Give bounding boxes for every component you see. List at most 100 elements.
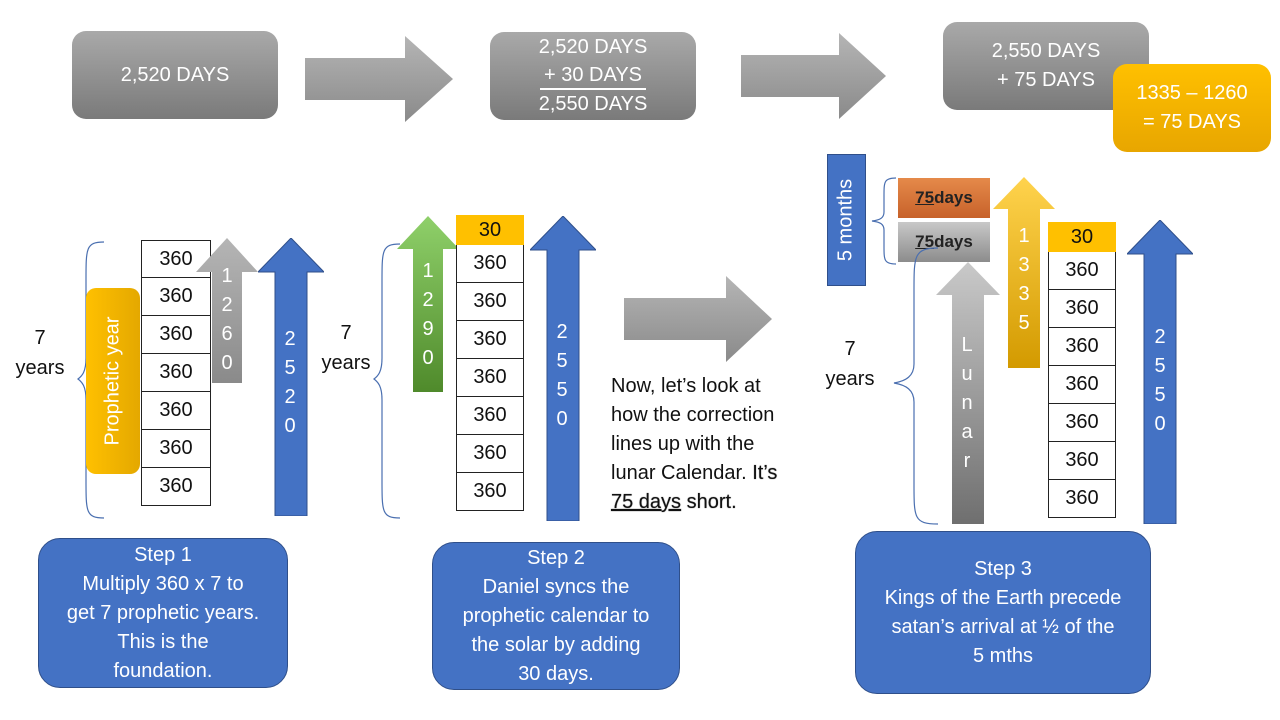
step-1-line: get 7 prophetic years. <box>66 601 260 624</box>
right-arrow-2 <box>741 33 886 119</box>
prophetic-year-bar: Prophetic year <box>86 288 140 474</box>
digit: 0 <box>221 352 233 374</box>
step-2-box: Step 2 Daniel syncs the prophetic calend… <box>432 542 680 690</box>
years-text: years <box>15 357 65 379</box>
digit: 6 <box>221 323 233 345</box>
prophetic-year-label: Prophetic year <box>101 316 124 446</box>
year-cell: 360 <box>141 392 211 430</box>
step-2-title: Step 2 <box>527 546 585 569</box>
digit: 2 <box>284 386 296 408</box>
right-arrow-1 <box>305 36 453 122</box>
year-cell: 360 <box>1048 328 1116 366</box>
digit: 2 <box>1154 326 1166 348</box>
digit: 5 <box>556 350 568 372</box>
step-3-box: Step 3 Kings of the Earth precede satan’… <box>855 531 1151 694</box>
step-2-line: 30 days. <box>518 662 594 685</box>
blue-up-arrow-2520 <box>258 238 324 516</box>
step-3-line: 5 mths <box>972 644 1034 667</box>
step-3-title: Step 3 <box>974 557 1032 580</box>
five-months-bar: 5 months <box>827 154 866 286</box>
green-arrow-digits: 1 2 9 0 <box>413 257 443 373</box>
total-2520-box: 2,520 DAYS <box>72 31 278 119</box>
digit: 2 <box>556 321 568 343</box>
year-cell: 360 <box>456 283 524 321</box>
letter: u <box>961 363 973 385</box>
digit: 3 <box>1018 283 1030 305</box>
box4-line-1: 1335 – 1260 <box>1136 82 1248 104</box>
note-line-5: 75 days short. <box>611 488 811 517</box>
step-2-line: Daniel syncs the <box>482 575 630 598</box>
step-1-box: Step 1 Multiply 360 x 7 to get 7 prophet… <box>38 538 288 688</box>
step-1-line: foundation. <box>113 659 213 682</box>
brace-panel3 <box>893 247 939 525</box>
seven-text: 7 <box>34 327 46 349</box>
yellow-arrow-digits: 1 3 3 5 <box>1009 222 1039 338</box>
letter: n <box>961 392 973 414</box>
digit: 5 <box>1154 355 1166 377</box>
tab-days-text: days <box>934 188 973 207</box>
note-75-days: 75 days <box>611 491 682 513</box>
step-1-line: Multiply 360 x 7 to <box>82 572 244 595</box>
lunar-letters: L u n a r <box>952 331 982 476</box>
seven-text: 7 <box>844 338 856 360</box>
digit: 3 <box>1018 254 1030 276</box>
total-2550-plus-box: 2,550 DAYS + 75 DAYS <box>943 22 1149 110</box>
note-line-4: lunar Calendar. It’s <box>611 459 811 488</box>
note-short: short. <box>681 491 737 513</box>
gray-arrow-digits: 1 2 6 0 <box>212 262 242 378</box>
year-stack-1: 360 360 360 360 360 360 360 <box>141 240 211 506</box>
digit: 2 <box>284 328 296 350</box>
step-3-line: satan’s arrival at ½ of the <box>891 615 1115 638</box>
digit: 0 <box>556 408 568 430</box>
note-line-4b: It’s <box>752 462 778 484</box>
letter: a <box>961 421 973 443</box>
seven-years-label-1: 7 years <box>8 323 72 383</box>
year-cell: 360 <box>456 435 524 473</box>
tab-75-number: 75 <box>915 232 935 251</box>
year-cell: 360 <box>1048 404 1116 442</box>
year-cell: 360 <box>1048 290 1116 328</box>
years-text: years <box>825 368 875 390</box>
digit: 5 <box>1154 384 1166 406</box>
sum-line-1: 2,520 DAYS <box>538 36 648 58</box>
year-cell: 360 <box>456 359 524 397</box>
note-line-3: lines up with the <box>611 433 755 455</box>
correction-note: Now, let’s look at how the correction li… <box>611 372 811 517</box>
year-cell: 360 <box>141 278 211 316</box>
year-cell: 360 <box>1048 442 1116 480</box>
letter: L <box>961 334 973 356</box>
tab-days-text: days <box>934 232 973 251</box>
thirty-days-cap: 30 <box>1048 222 1116 252</box>
right-arrow-3 <box>624 276 772 362</box>
digit: 5 <box>556 379 568 401</box>
year-cell: 360 <box>1048 252 1116 290</box>
tab-75-number: 75 <box>915 188 935 207</box>
year-cell: 360 <box>456 245 524 283</box>
year-cell: 360 <box>141 354 211 392</box>
sum-2550-box: 2,520 DAYS + 30 DAYS 2,550 DAYS <box>490 32 696 120</box>
box3-line-2: + 75 DAYS <box>996 69 1096 91</box>
year-cell: 360 <box>456 321 524 359</box>
brace-panel1 <box>77 241 105 519</box>
sum-line-3: 2,550 DAYS <box>538 93 648 115</box>
blue-up-arrow-2550-b <box>1127 220 1193 524</box>
difference-75-box: 1335 – 1260 = 75 DAYS <box>1113 64 1271 152</box>
digit: 5 <box>1018 312 1030 334</box>
brace-months <box>871 177 897 265</box>
note-line-4a: lunar Calendar. <box>611 462 753 484</box>
year-stack-2: 30 360 360 360 360 360 360 360 <box>456 215 524 511</box>
blue-arrow-digits-1: 2 5 2 0 <box>275 325 305 441</box>
gray-up-arrow-1260 <box>196 238 258 383</box>
letter: r <box>963 450 971 472</box>
step-1-line: This is the <box>117 630 209 653</box>
year-cell: 360 <box>141 316 211 354</box>
box4-line-2: = 75 DAYS <box>1142 111 1242 133</box>
year-cell: 360 <box>141 430 211 468</box>
years-text: years <box>321 352 371 374</box>
step-2-line: prophetic calendar to <box>462 604 650 627</box>
year-cell: 360 <box>1048 366 1116 404</box>
year-cell: 360 <box>456 397 524 435</box>
seven-years-label-2: 7 years <box>314 318 378 378</box>
seven-text: 7 <box>340 322 352 344</box>
note-line-1: Now, let’s look at <box>611 375 761 397</box>
